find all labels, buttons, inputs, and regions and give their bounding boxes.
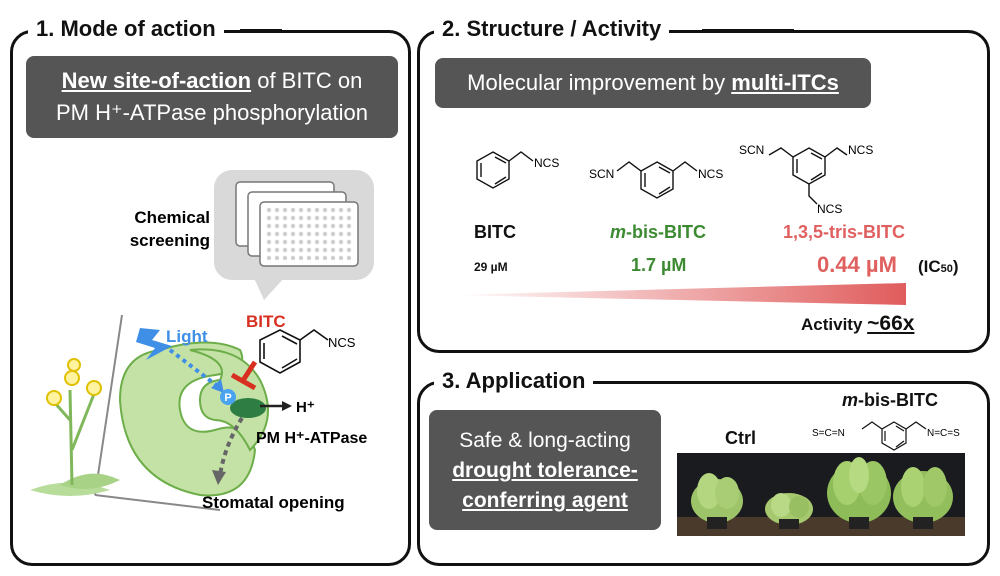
- panel1-headline-box: New site-of-action of BITC on PM H⁺-ATPa…: [26, 56, 398, 138]
- panel2-title-rule: [702, 29, 794, 32]
- bis-scn: SCN: [589, 167, 614, 181]
- opening-arrow: [218, 416, 244, 476]
- app-scn-left: S=C=N: [812, 428, 845, 439]
- plant-illustration: [30, 314, 221, 511]
- bitc-ncs-label: NCS: [328, 335, 356, 350]
- tris-ncs-bottom: NCS: [817, 202, 842, 216]
- ic50-post: ): [952, 257, 959, 276]
- multi-itc-rest-text: Molecular improvement by: [467, 70, 732, 95]
- ic50-pre: (IC: [918, 257, 941, 276]
- phospho-label: P: [224, 392, 231, 404]
- panel3-headline-box: Safe & long-acting drought tolerance- co…: [429, 410, 661, 530]
- plant-photo: [677, 453, 965, 536]
- application-line3: conferring agent: [462, 489, 628, 512]
- bitc-small-structure: [476, 151, 534, 189]
- tris-ncs-right: NCS: [848, 143, 873, 157]
- application-line1: Safe & long-acting: [459, 429, 631, 452]
- bis-bitc-name: m-bis-BITC: [610, 222, 706, 243]
- chemical-screening-label-1: Chemical: [134, 208, 210, 227]
- panel3-title-rule: [608, 381, 890, 384]
- tris-bitc-structure: [768, 147, 848, 205]
- light-arrowhead: [211, 379, 224, 393]
- proton-label: H⁺: [296, 399, 315, 416]
- inhibition-bar: [230, 372, 257, 391]
- proton-arrowhead: [282, 401, 292, 411]
- compound-structures: NCS SCN NCS SCN NCS NCS: [476, 143, 873, 216]
- bis-bitc-rest: -bis-BITC: [626, 222, 707, 242]
- guard-cells: [118, 341, 269, 497]
- panel3-title: 3. Application: [434, 368, 594, 394]
- ctrl-plant-1: [691, 473, 743, 529]
- activity-label: Activity ~66x: [801, 312, 914, 336]
- activity-value: ~66x: [867, 312, 915, 335]
- tris-scn: SCN: [739, 143, 764, 157]
- application-line2: drought tolerance-: [452, 459, 638, 482]
- new-site-of-action-text: New site-of-action: [61, 68, 252, 93]
- tris-bitc-ic50: 0.44 µM: [817, 252, 897, 277]
- atpase-pump: [230, 398, 266, 418]
- panel2-headline-box: Molecular improvement by multi-ITCs: [435, 58, 871, 108]
- multi-itc-text: multi-ITCs: [731, 70, 839, 95]
- chemical-screening-label-2: screening: [130, 231, 210, 250]
- lightning-icon: [136, 328, 172, 360]
- panel1-headline-line2: PM H⁺-ATPase phosphorylation: [55, 100, 368, 125]
- bitc-small-ncs: NCS: [534, 156, 559, 170]
- app-ncs-right: N=C=S: [927, 428, 960, 439]
- phospho-circle: [220, 389, 236, 405]
- ic50-unit-label: (IC50): [918, 257, 959, 277]
- atpase-label: PM H⁺-ATPase: [256, 430, 367, 447]
- panel2-title: 2. Structure / Activity: [434, 16, 670, 42]
- bis-bitc-ic50: 1.7 µM: [631, 255, 687, 275]
- bis-bitc-application-label: m-bis-BITC: [842, 390, 938, 411]
- bis-bitc-structure: [616, 161, 698, 199]
- treated-plant-2: [893, 467, 953, 529]
- opening-arrowhead: [212, 470, 226, 485]
- tris-bitc-name: 1,3,5-tris-BITC: [783, 222, 906, 242]
- app-bis-italic: m: [842, 390, 859, 410]
- bitc-label: BITC: [246, 312, 286, 331]
- ctrl-label: Ctrl: [725, 428, 756, 448]
- bitc-name: BITC: [474, 222, 516, 242]
- bis-bitc-italic: m: [610, 222, 627, 242]
- well-plates-icon: [235, 181, 359, 267]
- activity-text: Activity: [801, 315, 868, 334]
- panel1-headline-line1: New site-of-action of BITC on: [26, 65, 398, 97]
- light-arrow: [168, 348, 222, 390]
- headline-line1-rest: of BITC on: [251, 68, 363, 93]
- light-label: Light: [166, 327, 208, 346]
- inhibition-line: [239, 360, 258, 384]
- bis-ncs: NCS: [698, 167, 723, 181]
- bitc-ic50: 29 µM: [474, 260, 508, 274]
- application-bis-structure: S=C=N N=C=S: [812, 421, 960, 451]
- treated-plant-1: [827, 457, 891, 529]
- stomatal-opening-label: Stomatal opening: [202, 493, 345, 512]
- app-bis-rest: -bis-BITC: [858, 390, 939, 410]
- mode-of-action-illustration: Chemical screening Light BITC NCS: [30, 170, 374, 512]
- panel1-title-rule: [240, 29, 282, 32]
- activity-gradient-wedge: [450, 283, 906, 305]
- panel1-title: 1. Mode of action: [28, 16, 224, 42]
- ctrl-plant-2: [765, 493, 813, 529]
- ic50-sub: 50: [940, 263, 953, 275]
- bitc-structure: [259, 329, 329, 374]
